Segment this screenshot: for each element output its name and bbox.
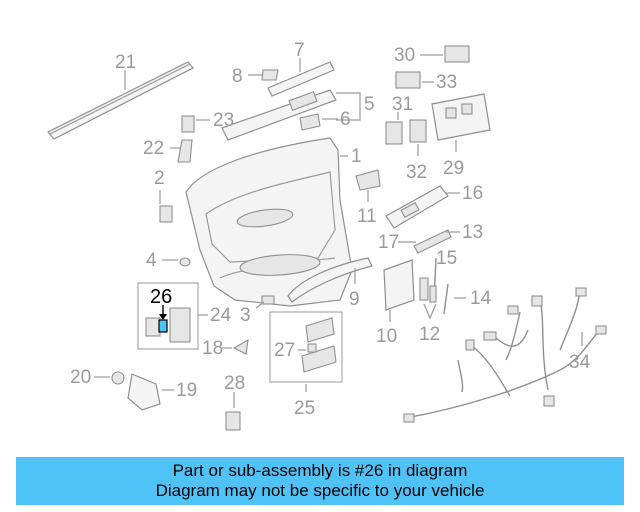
part-34-wiring-harness[interactable] [403, 287, 607, 423]
part-23-bracket[interactable] [181, 115, 195, 133]
callout-32: 32 [406, 162, 427, 183]
callout-20: 20 [70, 367, 91, 388]
callout-9: 9 [349, 289, 360, 310]
part-5-window-trim[interactable] [221, 89, 337, 141]
callout-34: 34 [569, 352, 591, 373]
leader-3 [255, 301, 265, 309]
part-31-switch[interactable] [385, 121, 403, 145]
callout-3: 3 [240, 305, 251, 326]
callout-18: 18 [202, 338, 223, 359]
callout-10: 10 [376, 326, 397, 347]
part-22-bracket[interactable] [177, 139, 193, 163]
callout-29: 29 [443, 158, 464, 179]
callout-11: 11 [357, 206, 377, 227]
part-8-clip[interactable] [261, 69, 279, 81]
caption-line-2: Diagram may not be specific to your vehi… [155, 481, 485, 500]
callout-13: 13 [462, 222, 483, 243]
part-1-door-panel[interactable] [185, 137, 353, 307]
callout-31: 31 [392, 94, 413, 115]
callout-6: 6 [340, 109, 351, 130]
callout-17: 17 [378, 232, 399, 253]
callout-21: 21 [115, 52, 136, 73]
part-24-latch-assembly[interactable] [145, 307, 191, 343]
callout-33: 33 [436, 72, 457, 93]
part-12-lock-parts[interactable] [419, 277, 437, 303]
callout-4: 4 [146, 250, 157, 271]
part-14-rod[interactable] [443, 283, 449, 315]
callout-26: 26 [150, 286, 172, 308]
part-4-screw[interactable] [179, 257, 191, 267]
callout-23: 23 [213, 110, 234, 131]
callout-19: 19 [176, 380, 197, 401]
part-27-switch[interactable] [307, 343, 317, 353]
caption-line-1: Part or sub-assembly is #26 in diagram [172, 461, 468, 480]
part-26-highlighted[interactable] [158, 319, 168, 333]
leader-26-arrowhead [159, 314, 167, 320]
part-33-switch[interactable] [395, 71, 421, 89]
part-19-mirror-cover[interactable] [127, 373, 161, 411]
part-10-speaker-cover[interactable] [383, 259, 415, 311]
callout-27: 27 [274, 340, 295, 361]
part-6-bracket[interactable] [299, 113, 321, 131]
callout-16: 16 [462, 183, 483, 204]
part-21-trim-strip[interactable] [47, 61, 194, 140]
caption-banner: Part or sub-assembly is #26 in diagram D… [16, 457, 624, 505]
callout-1: 1 [351, 146, 362, 167]
callout-8: 8 [232, 66, 243, 87]
part-11-handle[interactable] [355, 169, 381, 191]
part-29-master-switch[interactable] [431, 93, 491, 141]
leader-12 [423, 303, 437, 320]
part-28-bracket[interactable] [225, 411, 241, 431]
callout-2: 2 [154, 168, 165, 189]
part-13-trim-piece[interactable] [413, 229, 452, 254]
callout-12: 12 [419, 324, 440, 345]
part-3-clip[interactable] [261, 295, 275, 305]
part-20-grommet[interactable] [111, 371, 125, 385]
part-25-switch-assembly[interactable] [301, 317, 337, 373]
callout-30: 30 [394, 45, 415, 66]
callout-5: 5 [364, 94, 375, 115]
part-16-switch-bezel[interactable] [385, 185, 449, 229]
box-24 [137, 282, 199, 350]
part-30-switch[interactable] [444, 45, 470, 63]
callout-14: 14 [470, 288, 492, 309]
part-18-bracket[interactable] [232, 338, 249, 355]
box-25 [269, 311, 343, 383]
part-9-armrest-trim[interactable] [287, 257, 373, 303]
callout-7: 7 [294, 40, 305, 61]
part-7-upper-trim[interactable] [267, 61, 335, 97]
callout-22: 22 [143, 138, 164, 159]
part-2-bracket[interactable] [159, 205, 173, 223]
callout-15: 15 [436, 248, 457, 269]
callout-24: 24 [210, 305, 232, 326]
part-32-switch[interactable] [409, 119, 427, 143]
callout-25: 25 [294, 398, 315, 419]
callout-28: 28 [224, 373, 245, 394]
leader-5 [336, 92, 361, 121]
